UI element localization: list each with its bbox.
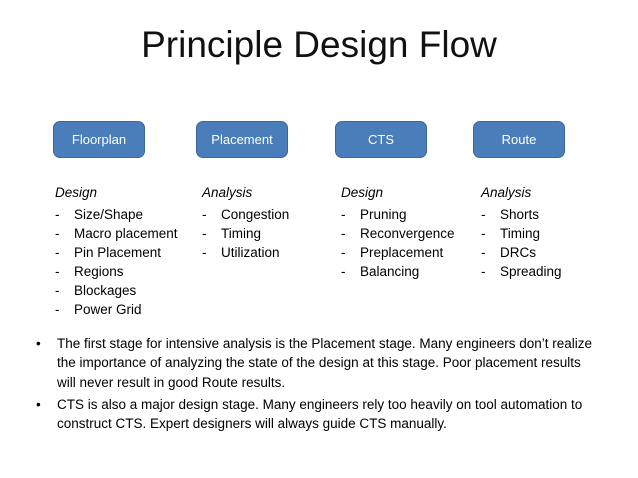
list-item-label: Balancing bbox=[360, 264, 420, 279]
list-item-label: Timing bbox=[500, 226, 541, 241]
column-cts-design: Design - Pruning - Reconvergence - Prepl… bbox=[341, 183, 481, 281]
dash-marker-icon: - bbox=[481, 245, 486, 260]
list-item-label: Pin Placement bbox=[74, 245, 162, 260]
list-item-label: Timing bbox=[221, 226, 262, 241]
dash-marker-icon: - bbox=[341, 264, 346, 279]
dash-marker-icon: - bbox=[55, 245, 60, 260]
list-item: - Power Grid bbox=[55, 300, 200, 319]
list-item-label: Power Grid bbox=[74, 302, 142, 317]
bullet-dot-icon: • bbox=[36, 336, 41, 351]
list-item: - Macro placement bbox=[55, 224, 200, 243]
list-item-label: Blockages bbox=[74, 283, 137, 298]
list-item-label: Reconvergence bbox=[360, 226, 455, 241]
dash-marker-icon: - bbox=[55, 226, 60, 241]
notes-bullet-list: • The first stage for intensive analysis… bbox=[0, 334, 638, 436]
list-item: - Pruning bbox=[341, 205, 481, 224]
stage-box-cts[interactable]: CTS bbox=[335, 121, 427, 158]
list-item-label: Spreading bbox=[500, 264, 562, 279]
list-item: - Reconvergence bbox=[341, 224, 481, 243]
column-list: - Shorts - Timing - DRCs - Spreading bbox=[481, 205, 631, 281]
design-flow-stage-row: Floorplan Placement CTS Route bbox=[0, 121, 638, 159]
list-item-label: Utilization bbox=[221, 245, 280, 260]
stage-box-placement[interactable]: Placement bbox=[196, 121, 288, 158]
list-item-label: Congestion bbox=[221, 207, 290, 222]
list-item: - DRCs bbox=[481, 243, 631, 262]
column-list: - Size/Shape - Macro placement - Pin Pla… bbox=[55, 205, 200, 319]
list-item: - Pin Placement bbox=[55, 243, 200, 262]
dash-marker-icon: - bbox=[202, 226, 207, 241]
list-item: - Utilization bbox=[202, 243, 337, 262]
column-placement-analysis: Analysis - Congestion - Timing - Utiliza… bbox=[202, 183, 337, 262]
page-title: Principle Design Flow bbox=[141, 24, 497, 65]
dash-marker-icon: - bbox=[202, 207, 207, 222]
list-item: - Preplacement bbox=[341, 243, 481, 262]
list-item-label: Size/Shape bbox=[74, 207, 144, 222]
dash-marker-icon: - bbox=[202, 245, 207, 260]
dash-marker-icon: - bbox=[481, 264, 486, 279]
list-item-label: Shorts bbox=[500, 207, 540, 222]
dash-marker-icon: - bbox=[55, 283, 60, 298]
list-item-label: Macro placement bbox=[74, 226, 178, 241]
stage-box-route[interactable]: Route bbox=[473, 121, 565, 158]
list-item: - Regions bbox=[55, 262, 200, 281]
dash-marker-icon: - bbox=[55, 302, 60, 317]
column-list: - Congestion - Timing - Utilization bbox=[202, 205, 337, 262]
list-item: - Size/Shape bbox=[55, 205, 200, 224]
bullet-dot-icon: • bbox=[36, 396, 41, 412]
list-item: - Congestion bbox=[202, 205, 337, 224]
column-heading: Analysis bbox=[481, 185, 532, 200]
list-item-label: Preplacement bbox=[360, 245, 444, 260]
column-heading: Design bbox=[55, 185, 98, 200]
list-item: - Balancing bbox=[341, 262, 481, 281]
dash-marker-icon: - bbox=[481, 207, 486, 222]
notes-bullet-text: The first stage for intensive analysis i… bbox=[57, 336, 593, 390]
stage-box-floorplan[interactable]: Floorplan bbox=[53, 121, 145, 158]
column-heading: Analysis bbox=[202, 185, 253, 200]
stage-detail-columns: Design - Size/Shape - Macro placement - … bbox=[0, 183, 638, 323]
list-item-label: Pruning bbox=[360, 207, 407, 222]
dash-marker-icon: - bbox=[55, 264, 60, 279]
list-item: - Spreading bbox=[481, 262, 631, 281]
dash-marker-icon: - bbox=[481, 226, 486, 241]
notes-bullet-item: • The first stage for intensive analysis… bbox=[0, 334, 638, 392]
column-list: - Pruning - Reconvergence - Preplacement… bbox=[341, 205, 481, 281]
dash-marker-icon: - bbox=[341, 226, 346, 241]
list-item: - Timing bbox=[481, 224, 631, 243]
dash-marker-icon: - bbox=[341, 245, 346, 260]
list-item: - Blockages bbox=[55, 281, 200, 300]
notes-bullet-item: • CTS is also a major design stage. Many… bbox=[0, 395, 638, 434]
dash-marker-icon: - bbox=[341, 207, 346, 222]
column-heading: Design bbox=[341, 185, 384, 200]
dash-marker-icon: - bbox=[55, 207, 60, 222]
column-route-analysis: Analysis - Shorts - Timing - DRCs - Spre… bbox=[481, 183, 631, 281]
list-item: - Timing bbox=[202, 224, 337, 243]
list-item: - Shorts bbox=[481, 205, 631, 224]
notes-bullet-text: CTS is also a major design stage. Many e… bbox=[57, 396, 583, 432]
list-item-label: DRCs bbox=[500, 245, 536, 260]
column-floorplan-design: Design - Size/Shape - Macro placement - … bbox=[55, 183, 200, 319]
list-item-label: Regions bbox=[74, 264, 124, 279]
